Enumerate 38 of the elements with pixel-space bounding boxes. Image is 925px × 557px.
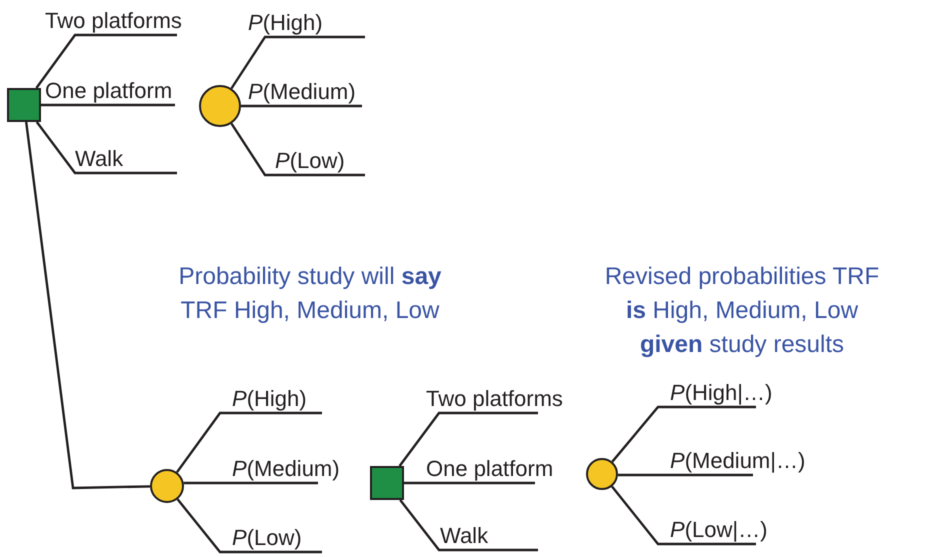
branch-line: [402, 482, 535, 484]
branch-line: [611, 406, 756, 462]
branch-line: [40, 104, 175, 106]
annotation-text: Probability study will say TRF High, Medium, Low: [178, 262, 442, 326]
branch-label: One platform: [45, 78, 172, 105]
branch-label: P(Medium|…): [670, 448, 806, 475]
decision-node: [370, 466, 404, 500]
chance-node: [586, 458, 618, 490]
branch-label: P(High|…): [670, 380, 772, 407]
branch-line: [230, 36, 365, 90]
branch-label: P(High): [248, 10, 323, 37]
branch-line: [611, 486, 756, 546]
branch-line: [35, 34, 177, 89]
branch-line: [616, 474, 753, 476]
branch-line: [176, 498, 322, 554]
branch-line: [182, 482, 318, 484]
branch-label: Two platforms: [426, 386, 563, 413]
branch-line: [36, 121, 177, 174]
decision-node: [7, 88, 41, 122]
chance-node: [150, 469, 184, 503]
branch-line: [230, 122, 365, 176]
branch-label: P(Medium): [248, 79, 356, 106]
branch-label: P(Low): [275, 148, 345, 175]
branch-label: P(Low|…): [670, 517, 768, 544]
branch-label: Walk: [75, 146, 124, 173]
branch-label: P(Medium): [232, 456, 340, 483]
branch-label: P(High): [232, 386, 307, 413]
branch-line: [399, 499, 538, 552]
branch-line: [240, 104, 362, 108]
branch-label: Walk: [440, 523, 488, 550]
branch-label: P(Low): [232, 525, 302, 552]
chance-node: [199, 85, 241, 127]
branch-label: Two platforms: [45, 8, 182, 35]
branch-line: [398, 412, 538, 467]
branch-line: [25, 122, 150, 490]
branch-line: [176, 412, 322, 473]
branch-label: One platform: [426, 456, 554, 483]
annotation-text: Revised probabilities TRF is High, Medium, Low given study results: [604, 262, 880, 360]
